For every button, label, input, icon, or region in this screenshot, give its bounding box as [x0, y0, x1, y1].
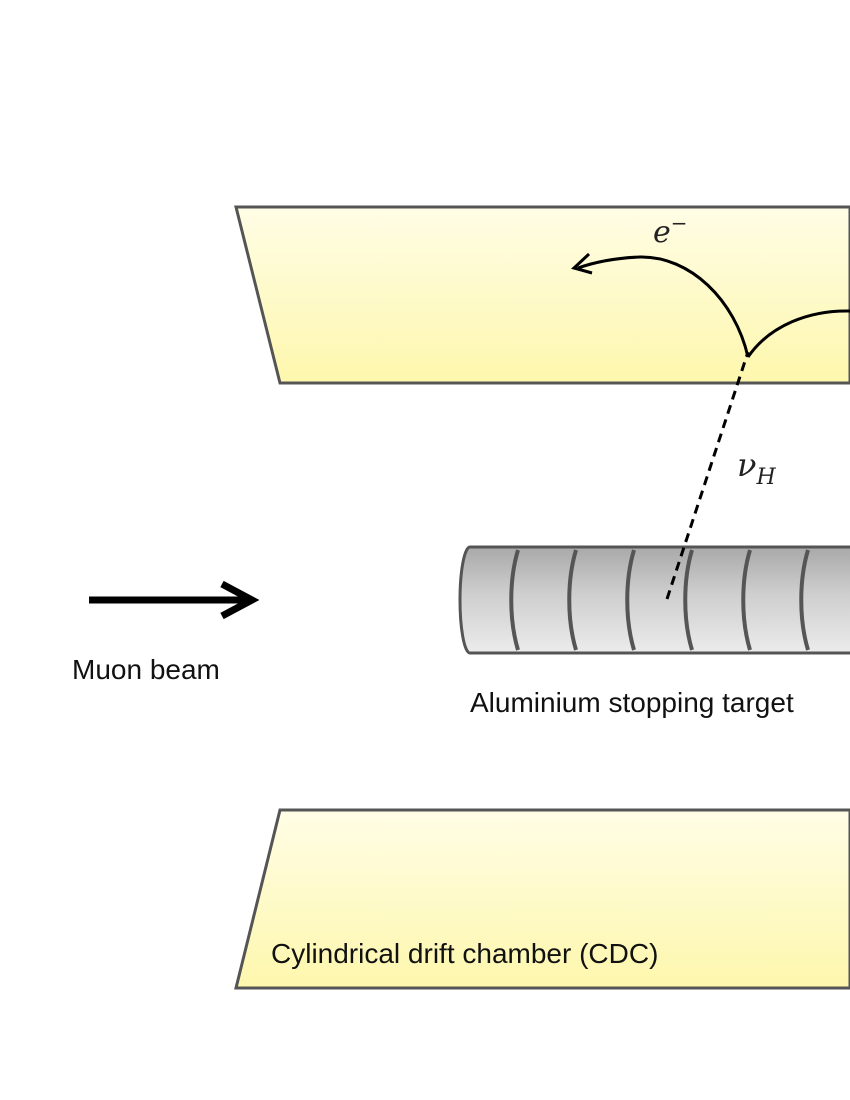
target-disc-edge: [567, 549, 578, 651]
target-disc-edge: [741, 549, 752, 651]
cdc-upper-section: [234, 205, 850, 385]
target-discs: [509, 549, 810, 651]
target-body: [458, 545, 850, 655]
muon-beam-label: Muon beam: [72, 654, 220, 685]
target-disc-edge: [509, 549, 520, 651]
neutrino-label: νH: [737, 446, 776, 490]
electron-track-continuation: [746, 309, 850, 358]
muon-beam-arrow: [89, 580, 260, 620]
electron-label: e−: [653, 211, 688, 250]
target-disc-edge: [625, 549, 636, 651]
target-disc-edge: [683, 549, 694, 651]
stopping-target-label: Aluminium stopping target: [470, 687, 794, 718]
electron-arrowhead: [571, 252, 593, 275]
neutrino-track: [665, 351, 750, 600]
stopping-target: [458, 545, 850, 655]
target-disc-edge: [799, 549, 810, 651]
electron-track: [577, 255, 750, 358]
cdc-lower-section: [234, 808, 850, 990]
cdc-label: Cylindrical drift chamber (CDC): [271, 938, 658, 969]
